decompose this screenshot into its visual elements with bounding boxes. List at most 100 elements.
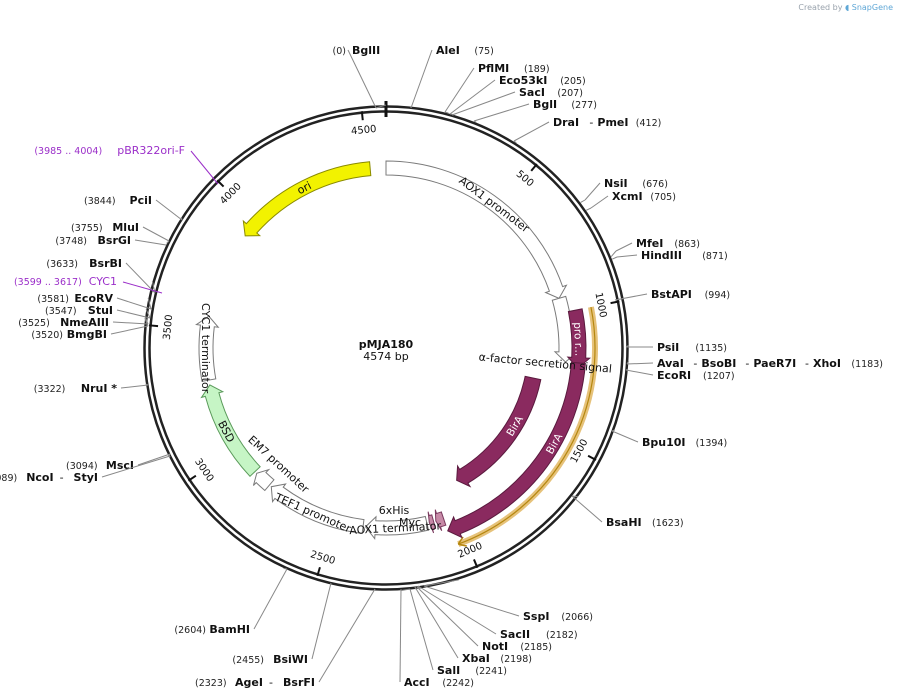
enzyme-leader-line — [116, 309, 151, 319]
feature-6xhis-arrow[interactable] — [427, 511, 437, 534]
enzyme-site-hindiii[interactable]: HindIII (871) — [611, 249, 728, 262]
enzyme-position: (705) — [650, 192, 676, 203]
enzyme-site-nmeaiii[interactable]: NmeAIII(3525) — [18, 316, 149, 329]
enzyme-leader-line — [626, 362, 654, 365]
enzyme-name: AleI — [436, 44, 460, 57]
enzyme-position: (205) — [560, 76, 586, 87]
enzyme-position: (189) — [524, 64, 550, 75]
enzyme-name: BsaHI — [606, 516, 642, 529]
enzyme-name: PaeR7I — [753, 357, 796, 370]
enzyme-site-agei[interactable]: BsrFI-AgeI(2323) — [195, 588, 376, 689]
enzyme-site-saci[interactable]: SacI (207) — [451, 86, 583, 116]
enzyme-site-stui[interactable]: StuI(3547) — [45, 304, 151, 319]
enzyme-name: HindIII — [641, 249, 682, 262]
primer-site[interactable]: CYC1(3599 .. 3617) — [14, 275, 163, 294]
feature-cyc1-terminator-arrow[interactable] — [195, 315, 220, 382]
enzyme-name: PmeI — [597, 116, 628, 129]
enzyme-site-avai[interactable]: AvaI-BsoBI-PaeR7I-XhoI(1183) — [626, 357, 883, 370]
plasmid-size: 4574 bp — [363, 350, 408, 363]
enzyme-leader-line — [580, 199, 586, 203]
enzyme-name: PflMI — [478, 62, 509, 75]
enzyme-position: (3525) — [18, 318, 50, 329]
enzyme-site-bgli[interactable]: BglI (277) — [473, 98, 597, 123]
enzyme-name: EcoRV — [74, 292, 113, 305]
feature-ori-arrow[interactable] — [242, 161, 372, 237]
enzyme-site-nrui[interactable]: NruI *(3322) — [34, 382, 149, 395]
scale-tick-label: 1000 — [592, 292, 608, 319]
enzyme-site-bsahi[interactable]: BsaHI(1623) — [571, 495, 684, 529]
enzyme-site-pflmi[interactable]: PflMI (189) — [444, 62, 550, 114]
enzyme-name: SacI — [519, 86, 545, 99]
enzyme-site-mfei[interactable]: MfeI(863) — [610, 237, 700, 257]
feature-myc-label: Myc — [399, 516, 421, 529]
feature-tef1-promoter-arrow[interactable] — [270, 483, 365, 535]
enzyme-position: (3094) — [66, 461, 98, 472]
enzyme-site-psii[interactable]: PsiI(1135) — [625, 341, 727, 354]
enzyme-site-bglii[interactable]: (0)BglII — [333, 44, 387, 109]
enzyme-leader-line — [137, 453, 171, 466]
enzyme-site-bsiwi[interactable]: BsiWI(2455) — [232, 582, 332, 666]
enzyme-position: (871) — [702, 251, 728, 262]
enzyme-site-noti[interactable]: NotI(2185) — [416, 586, 552, 653]
enzyme-leader-line — [145, 309, 151, 319]
enzyme-site-xcmi[interactable]: XcmI(705) — [586, 190, 676, 211]
enzyme-site-xbai[interactable]: XbaI(2198) — [414, 586, 532, 665]
feature-ori-label: ori — [295, 179, 314, 197]
enzyme-leader-line — [110, 325, 149, 335]
enzyme-site-eco53ki[interactable]: Eco53kI (205) — [449, 74, 586, 116]
enzyme-name: NsiI — [604, 177, 628, 190]
enzyme-site-sacii[interactable]: SacII (2182) — [417, 585, 578, 641]
enzyme-site-sali[interactable]: SalI(2241) — [401, 588, 507, 677]
enzyme-site-pcii[interactable]: PciI(3844) — [84, 194, 183, 221]
enzyme-leader-line — [417, 585, 497, 635]
enzyme-name: MluI — [112, 221, 139, 234]
enzyme-name: BglII — [352, 44, 380, 57]
enzyme-position: (2185) — [520, 642, 552, 653]
enzyme-name: Eco53kI — [499, 74, 547, 87]
enzyme-site-bamhi[interactable]: BamHI(2604) — [174, 567, 288, 636]
enzyme-position: (3547) — [45, 306, 77, 317]
enzyme-name: SacII — [500, 628, 530, 641]
enzyme-site-ecori[interactable]: EcoRI(1207) — [625, 368, 735, 382]
enzyme-site-sspi[interactable]: SspI(2066) — [423, 579, 593, 623]
enzyme-position: (75) — [474, 46, 494, 57]
enzyme-position: (2066) — [561, 612, 593, 623]
enzyme-site-bmgbi[interactable]: BmgBI(3520) — [31, 318, 149, 341]
feature-bsd-arrow[interactable] — [200, 384, 261, 478]
enzyme-site-ncoi[interactable]: StyI-NcoI(3089) — [0, 455, 171, 484]
enzyme-position: (2182) — [546, 630, 578, 641]
enzyme-site-bsrgi[interactable]: BsrGI(3748) — [55, 234, 167, 247]
primer-site[interactable]: pBR322ori-F(3985 .. 4004) — [34, 144, 219, 185]
scale-tick — [610, 300, 620, 305]
enzyme-site-drai[interactable]: DraI-PmeI(412) — [513, 116, 661, 144]
feature-aox1-terminator-arrow[interactable] — [364, 515, 430, 541]
feature-bira-arrow[interactable] — [447, 361, 586, 539]
enzyme-name: BglI — [533, 98, 557, 111]
enzyme-leader-line — [311, 582, 332, 660]
feature-myc-arrow[interactable] — [434, 509, 447, 531]
enzyme-site-alei[interactable]: AleI (75) — [410, 44, 494, 109]
enzyme-name: PsiI — [657, 341, 679, 354]
feature-aox1-promoter-label: AOX1 promoter — [456, 174, 532, 235]
feature-em7-promoter-arrow[interactable] — [252, 468, 275, 492]
enzyme-leader-line — [444, 67, 475, 113]
enzyme-site-ecorv[interactable]: EcoRV(3581) — [37, 292, 152, 310]
feature-bira-arrow[interactable] — [456, 375, 542, 488]
enzyme-site-nsii[interactable]: NsiI(676) — [580, 177, 668, 203]
enzyme-site-bpu10i[interactable]: Bpu10I(1394) — [611, 429, 727, 449]
watermark-brand: SnapGene — [851, 3, 893, 12]
enzyme-position: (207) — [557, 88, 583, 99]
enzyme-site-msci[interactable]: MscI(3094) — [66, 453, 171, 472]
scale-tick — [587, 454, 597, 461]
feature-aox1-terminator-label: AOX1 terminator — [349, 519, 442, 537]
enzyme-leader-line — [571, 495, 603, 523]
feature-aox1-promoter-arrow[interactable] — [385, 160, 568, 299]
enzyme-name: BsiWI — [273, 653, 308, 666]
enzyme-name: NruI * — [81, 382, 117, 395]
enzyme-site-acci[interactable]: AccI(2242) — [399, 588, 474, 689]
enzyme-site-mlui[interactable]: MluI(3755) — [71, 221, 170, 244]
primer-name: CYC1 — [89, 275, 117, 288]
enzyme-site-bstapi[interactable]: BstAPI(994) — [614, 288, 730, 301]
enzyme-leader-line — [423, 585, 520, 617]
enzyme-position: (277) — [571, 100, 597, 111]
